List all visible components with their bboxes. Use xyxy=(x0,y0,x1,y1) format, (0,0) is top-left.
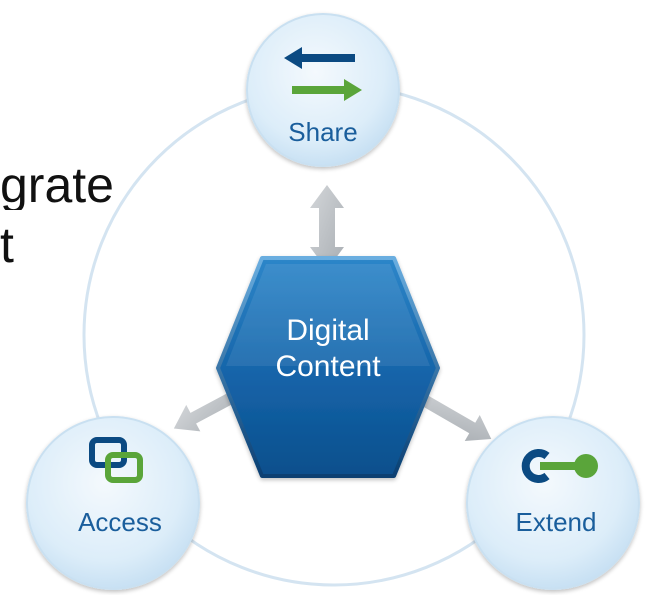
center-label-line-1: Digital xyxy=(286,314,369,347)
background-text-line-2: t xyxy=(0,220,14,270)
background-text-line-1: grate xyxy=(0,160,114,210)
access-label: Access xyxy=(78,507,162,537)
connector-icon xyxy=(521,449,598,483)
share-arrows-icon xyxy=(284,47,362,101)
digital-content-hexagon[interactable] xyxy=(216,256,440,478)
share-label: Share xyxy=(288,117,357,147)
linked-squares-icon xyxy=(89,437,143,483)
center-label-line-2: Content xyxy=(275,350,381,383)
extend-label: Extend xyxy=(516,507,597,537)
access-node[interactable] xyxy=(26,416,200,590)
arrow-share-center xyxy=(310,185,344,270)
extend-node[interactable] xyxy=(466,416,640,590)
